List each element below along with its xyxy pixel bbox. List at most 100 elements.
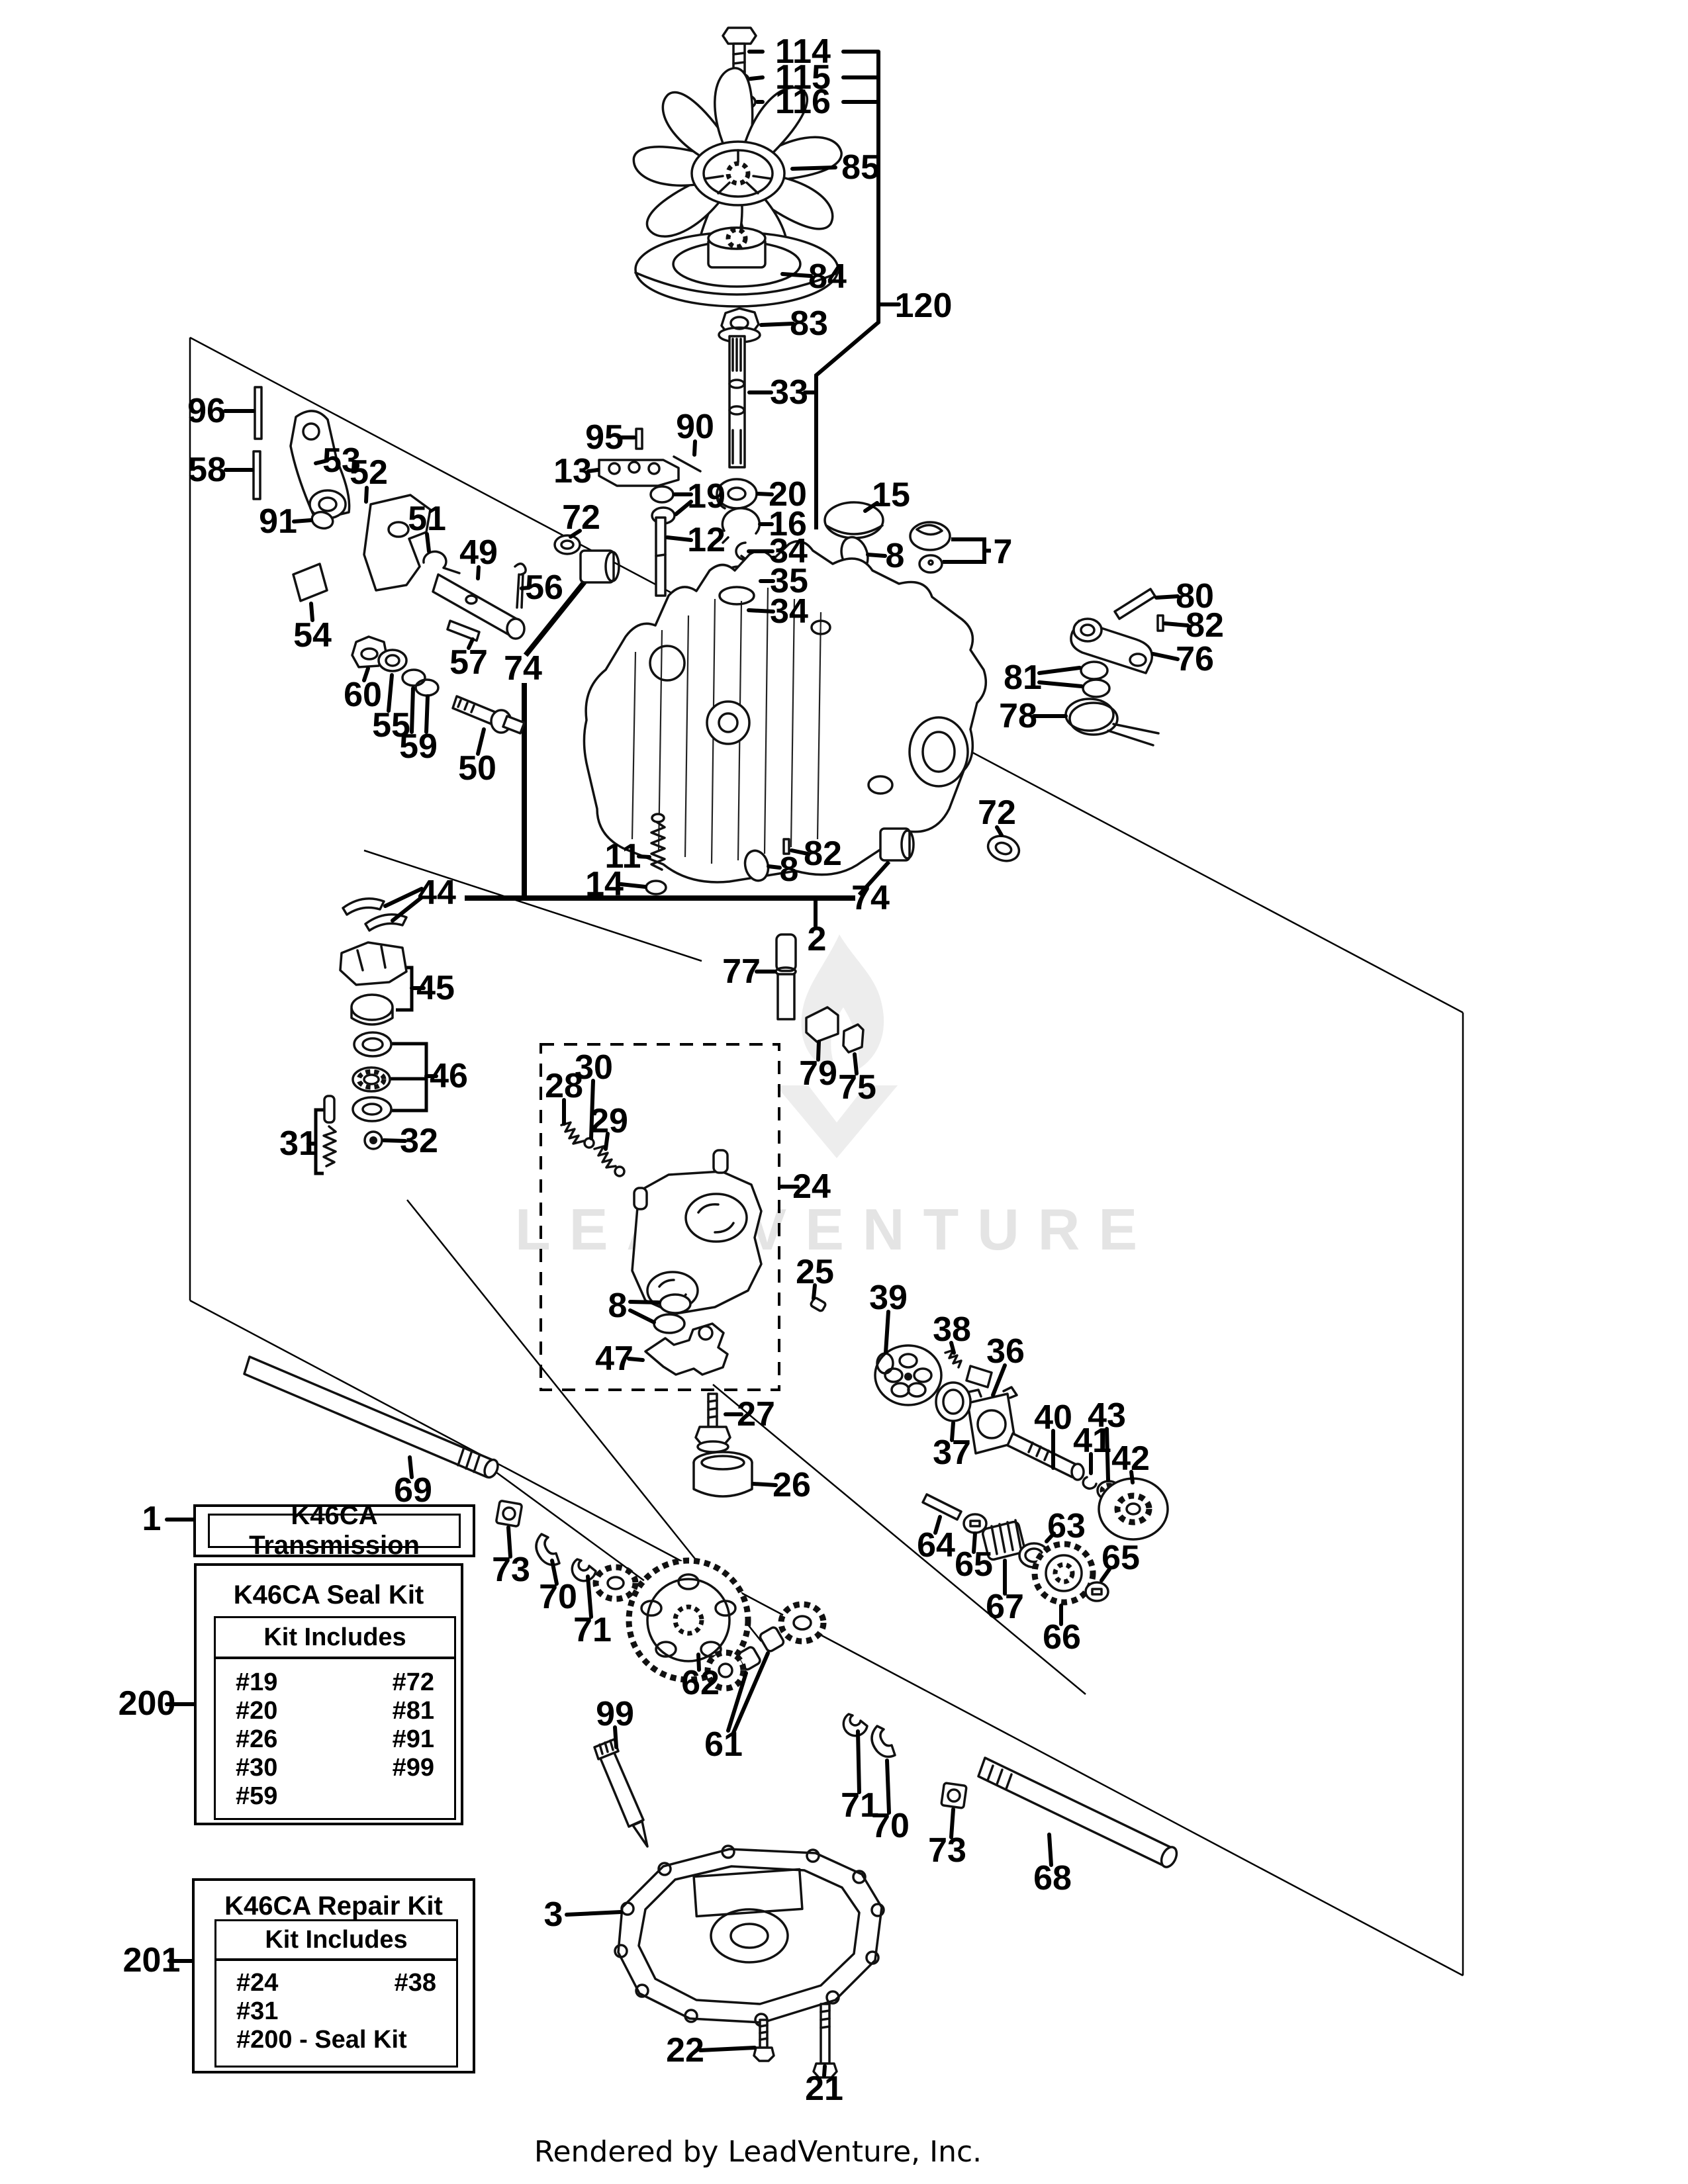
seal-kit-item: #99 <box>392 1754 434 1782</box>
leader-line-59 <box>424 694 430 734</box>
part-58-pin <box>252 450 261 500</box>
seal-kit-row: #19 #72 <box>216 1668 454 1697</box>
leader-line-65 <box>1100 1567 1111 1582</box>
seal-kit-item: #30 <box>236 1754 278 1782</box>
callout-91: 91 <box>259 502 297 541</box>
repair-kit-row: #31 <box>216 1997 456 2026</box>
part-57-pin <box>446 619 481 642</box>
leader-line-76 <box>1151 652 1180 661</box>
seal-kit-row: #26 #91 <box>216 1725 454 1754</box>
callout-35: 35 <box>770 562 808 600</box>
footer-credit: Rendered by LeadVenture, Inc. <box>534 2135 982 2169</box>
leader-line-72 <box>995 825 1004 837</box>
part-13-plate <box>598 459 680 487</box>
seal-kit-row: #30 #99 <box>216 1754 454 1782</box>
leader-line-39 <box>884 1310 890 1355</box>
leader-line-49 <box>476 565 481 580</box>
part-68-axle-shaft-right <box>977 1756 1178 1868</box>
callout-71: 71 <box>573 1611 612 1649</box>
leader-line-62 <box>696 1653 701 1672</box>
callout-33: 33 <box>770 373 808 412</box>
part-32-check-plug <box>363 1130 383 1150</box>
leader-line-72 <box>569 529 582 539</box>
callout-26: 26 <box>773 1466 811 1504</box>
callout-201: 201 <box>123 1941 181 1979</box>
callout-39: 39 <box>869 1279 908 1317</box>
callout-52: 52 <box>350 453 388 492</box>
callout-64: 64 <box>917 1526 955 1565</box>
callout-19: 19 <box>687 477 726 516</box>
callout-70: 70 <box>539 1578 577 1616</box>
part-51-spring-clip <box>422 550 461 574</box>
leader-line-21 <box>822 2064 827 2077</box>
part-50-screw <box>451 695 526 735</box>
part-3-lower-housing <box>614 1844 885 2027</box>
callout-16: 16 <box>769 505 807 543</box>
part-33-input-shaft <box>728 335 746 469</box>
part-22-screw <box>753 2019 775 2062</box>
leader-line-22 <box>698 2046 757 2052</box>
pump-dashed-box <box>539 1043 780 1391</box>
leader-line-11 <box>637 854 651 859</box>
leader-line-30 <box>589 1079 595 1140</box>
callout-8: 8 <box>886 537 905 575</box>
part-45-block-and-race <box>339 941 408 1026</box>
part-40-motor-shaft <box>1006 1432 1085 1481</box>
callout-61: 61 <box>704 1725 743 1764</box>
callout-66: 66 <box>1043 1618 1081 1657</box>
part-82-pin-b <box>782 838 790 855</box>
part-84-pulley <box>634 226 839 308</box>
leader-line-90 <box>692 439 697 457</box>
leader-line-15 <box>863 501 879 513</box>
part-44-thrust-washers <box>342 897 408 932</box>
callout-72: 72 <box>562 498 600 537</box>
part-75-block <box>842 1023 865 1054</box>
callout-42: 42 <box>1111 1439 1150 1478</box>
callout-22: 22 <box>666 2031 704 2070</box>
part-72-bearing-b <box>986 835 1021 862</box>
part-74-bushing-b <box>879 827 915 862</box>
part-91-oring <box>310 510 334 530</box>
leader-line-12 <box>665 535 693 542</box>
part-26-cup <box>692 1451 753 1498</box>
callout-50: 50 <box>458 749 496 788</box>
seal-kit-item: #81 <box>392 1697 434 1725</box>
leader-line-13 <box>586 468 600 473</box>
callout-62: 62 <box>681 1664 720 1702</box>
leader-line-71 <box>586 1574 593 1619</box>
leader-line-3 <box>565 1910 623 1917</box>
callout-31: 31 <box>279 1124 318 1163</box>
callout-56: 56 <box>525 569 563 607</box>
leader-line-73 <box>506 1525 512 1559</box>
repair-kit-item: #38 <box>394 1969 436 1997</box>
part-25-pin <box>810 1297 827 1312</box>
leader-line-44 <box>383 887 424 908</box>
part-8-plug-b <box>743 849 770 882</box>
callout-84: 84 <box>808 257 847 296</box>
repair-kit-header: Kit Includes <box>216 1921 456 1961</box>
callout-116: 116 <box>775 83 831 121</box>
part-79-block <box>805 1006 839 1043</box>
seal-kit-row: #59 <box>216 1782 454 1811</box>
callout-brackets <box>314 52 991 1391</box>
bracket-120 <box>814 52 880 529</box>
callout-76: 76 <box>1176 640 1214 678</box>
leader-line-71 <box>856 1729 861 1794</box>
leader-line-64 <box>933 1515 942 1535</box>
parts-layer <box>243 26 1178 2079</box>
leadventure-watermark: LEADVENTURE <box>515 934 1137 1262</box>
callout-59: 59 <box>399 727 438 766</box>
part-34-clip-a <box>735 541 748 561</box>
callout-14: 14 <box>585 865 624 903</box>
part-81-orings <box>1080 660 1111 698</box>
part-37-ring <box>935 1381 972 1422</box>
leader-line-65 <box>972 1531 977 1554</box>
part-72-bearing-a <box>553 534 581 555</box>
part-11-spring <box>650 813 666 871</box>
watermark-v-icon <box>776 1085 898 1158</box>
seal-kit-item: #26 <box>236 1725 278 1753</box>
callout-11: 11 <box>605 837 641 876</box>
callout-77: 77 <box>722 952 761 991</box>
